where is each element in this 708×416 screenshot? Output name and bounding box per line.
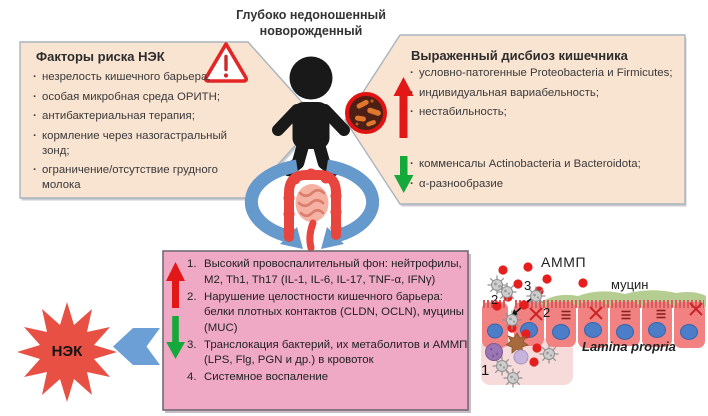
increase-arrow-icon (166, 262, 185, 308)
nec-label: НЭК (51, 343, 83, 360)
circulation-arrows-icon (244, 159, 380, 249)
list-item: условно-патогенные Proteobacteria и Firm… (410, 66, 676, 81)
left-box-list: незрелость кишечного барьера; особая мик… (33, 70, 247, 198)
starburst-icon (17, 302, 117, 402)
list-item: ограничение/отсутствие грудного молока (33, 163, 247, 193)
lamina-propria-label: Lamina propria (582, 339, 676, 354)
right-box-increased-list: условно-патогенные Proteobacteria и Firm… (410, 66, 676, 125)
ammp-label: АММП (541, 254, 587, 270)
intestine-icon (283, 168, 342, 252)
list-item: индивидуальная вариабельность; (410, 86, 676, 101)
list-item: Высокий провоспалительный фон: нейтрофил… (187, 257, 462, 286)
marker-1: 1 (481, 362, 490, 379)
consequences-list: Высокий провоспалительный фон: нейтрофил… (187, 257, 468, 387)
marker-2: 2 (491, 292, 499, 307)
bacteria-circle-icon (345, 92, 387, 134)
right-box-title: Выраженный дисбиоз кишечника (411, 48, 628, 63)
list-item: комменсалы Actinobacteria и Bacteroidota… (410, 157, 682, 172)
list-item: кормление через назогастральный зонд; (33, 129, 247, 159)
increase-arrow-icon (393, 77, 414, 138)
decrease-arrow-icon (394, 156, 414, 193)
marker-3: 3 (524, 278, 532, 293)
list-item: нестабильность; (410, 105, 676, 120)
list-item: α-разнообразие (410, 177, 682, 192)
list-item: Системное воспаление (187, 370, 329, 385)
list-item: Нарушение целостности кишечного барьера:… (187, 290, 464, 334)
decrease-arrow-icon (166, 316, 185, 359)
list-item: антибактериальная терапия; (33, 109, 247, 124)
marker-2b: 2 (543, 305, 551, 320)
epithelium-illustration (481, 262, 706, 389)
left-box-title: Факторы риска НЭК (36, 49, 165, 64)
mucin-label: муцин (611, 277, 649, 292)
top-label: Глубоко недоношенный новорожденный (236, 8, 386, 39)
chevron-left-arrow-icon (113, 328, 160, 365)
list-item: незрелость кишечного барьера; (33, 70, 247, 85)
baby-icon (272, 56, 350, 177)
list-item: особая микробная среда ОРИТН; (33, 90, 247, 105)
right-box-decreased-list: комменсалы Actinobacteria и Bacteroidota… (410, 157, 682, 196)
list-item: Транслокация бактерий, их метаболитов и … (187, 338, 468, 367)
